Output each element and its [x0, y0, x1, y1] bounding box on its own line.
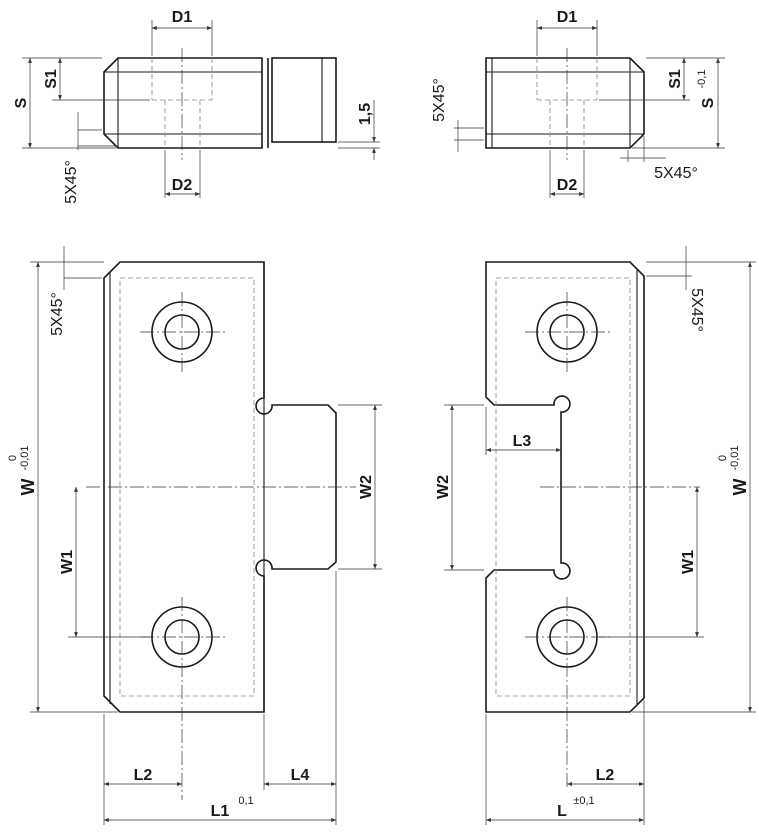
dim-w-right: W [730, 479, 750, 496]
dim-chamfer-left: 5X45° [49, 292, 66, 336]
dim-w-tol-up-right: 0 [717, 455, 729, 461]
dim-s1-right: S1 [667, 69, 684, 89]
dim-l1-left: L1 [211, 803, 230, 820]
dim-l4-left: L4 [291, 767, 310, 784]
dim-chamfer-right: 5X45° [688, 288, 705, 332]
top-right-side-view: D1 D2 S1 S -0,1 5X45° 5X45° [431, 9, 725, 198]
top-left-side-view: D1 D2 S S1 1,5 5X45° [13, 9, 380, 204]
dim-chamfer-right-a: 5X45° [431, 78, 448, 122]
dim-s-right: S [700, 97, 717, 108]
dim-l1-tol-left: 0,1 [238, 795, 253, 807]
dim-w-left: W [18, 479, 38, 496]
dim-w2-right: W2 [435, 475, 452, 499]
dim-s: S [13, 97, 30, 108]
dim-d2: D2 [172, 177, 193, 194]
dim-l2-right: L2 [596, 767, 615, 784]
dim-l-tol-right: ±0,1 [573, 795, 594, 807]
dim-w2-left: W2 [358, 475, 375, 499]
dim-s1: S1 [43, 69, 60, 89]
dim-d1-right: D1 [557, 9, 578, 26]
dim-w-tol-lo-right: -0,01 [729, 445, 741, 470]
dim-l2-left: L2 [134, 767, 153, 784]
dim-d2-right: D2 [557, 177, 578, 194]
dim-w-tol-up-left: 0 [7, 455, 19, 461]
dim-s-tol-right: -0,1 [696, 70, 708, 89]
dim-1-5: 1,5 [357, 103, 374, 125]
dim-w-tol-lo-left: -0,01 [19, 445, 31, 470]
dim-l3-right: L3 [513, 433, 532, 450]
dim-l-right: L [557, 803, 567, 820]
dim-chamfer-right-b: 5X45° [654, 165, 698, 182]
dim-chamfer-top-left: 5X45° [63, 160, 80, 204]
right-front-view: W 0 -0,01 W1 W2 L3 5X45° L2 L ±0,1 [435, 246, 756, 825]
dim-d1: D1 [172, 9, 193, 26]
left-front-view: W 0 -0,01 W1 W2 5X45° L2 L4 L1 0,1 [7, 246, 382, 825]
dim-w1-left: W1 [59, 550, 76, 574]
dim-w1-right: W1 [680, 550, 697, 574]
